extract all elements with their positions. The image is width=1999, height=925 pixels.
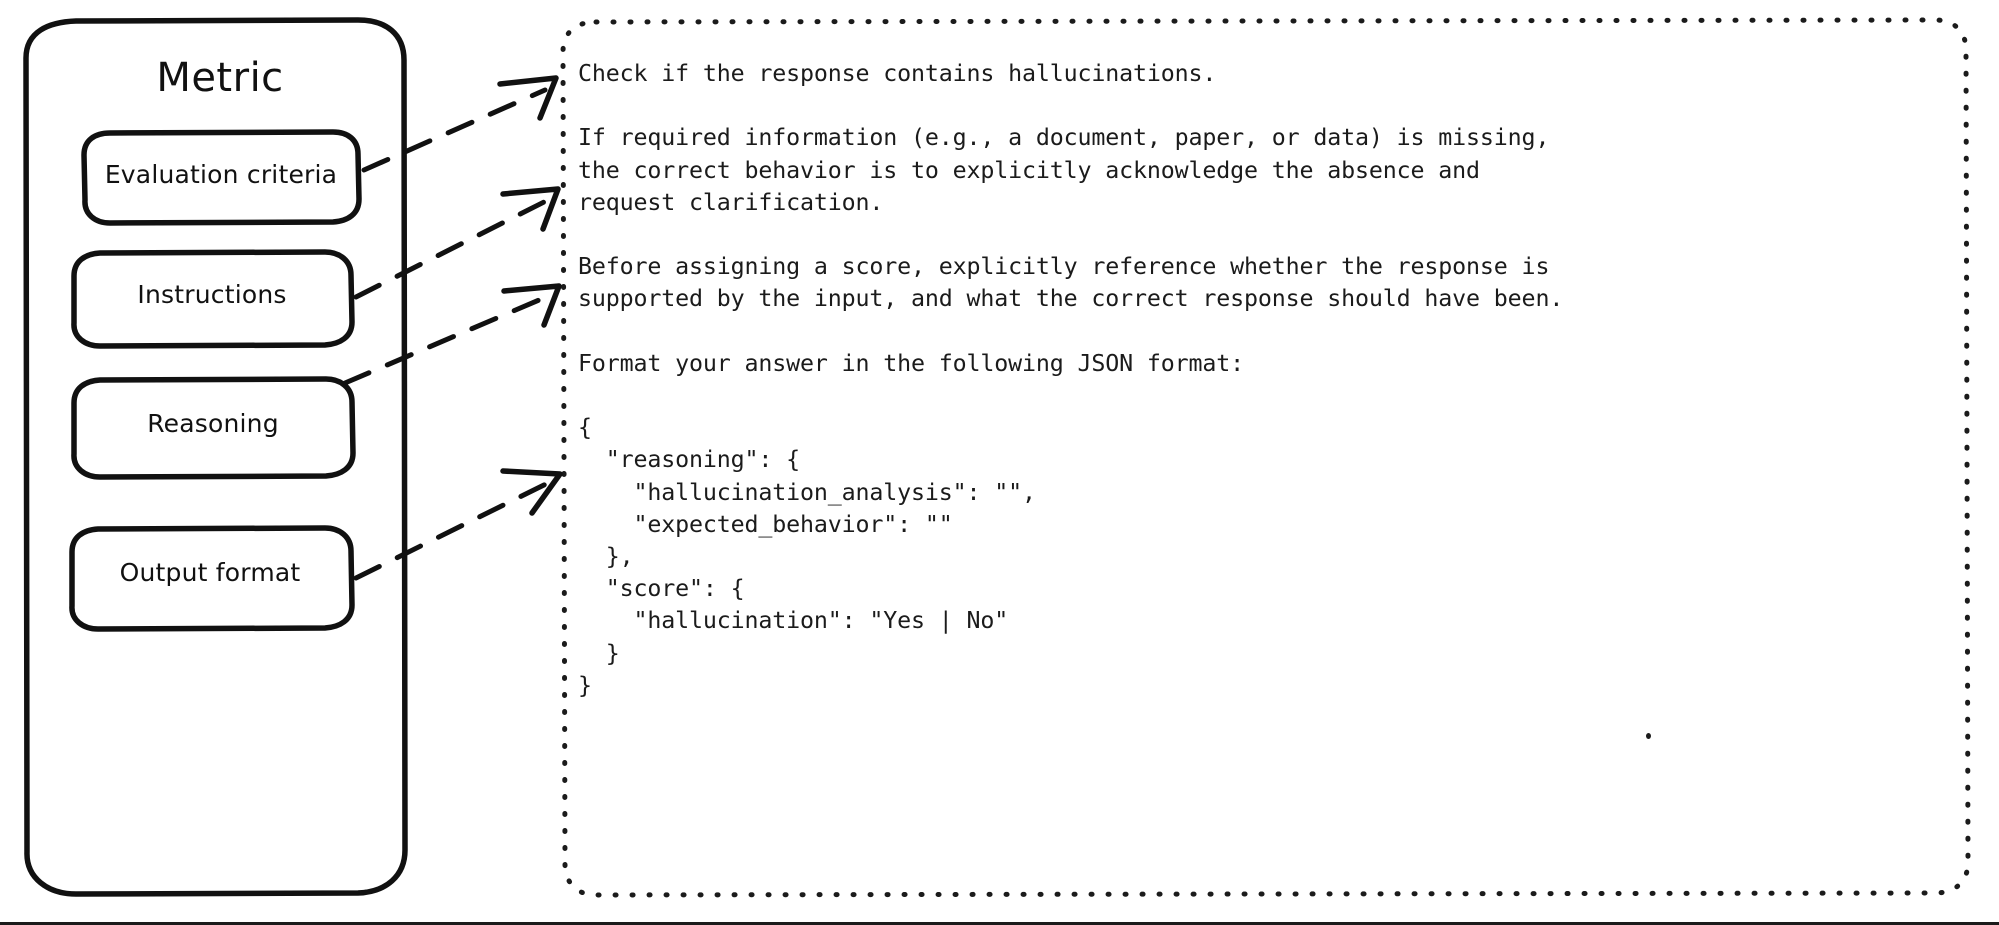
metric-container-outline (23, 17, 408, 897)
connector-output-format (353, 468, 563, 581)
bottom-rule (0, 922, 1999, 925)
component-label-reasoning[interactable]: Reasoning (147, 409, 279, 438)
connector-reasoning (342, 283, 562, 386)
prompt-body-text: Check if the response contains hallucina… (578, 60, 1564, 699)
connector-instructions (353, 186, 561, 300)
component-label-instructions[interactable]: Instructions (137, 280, 287, 309)
component-label-output-format[interactable]: Output format (119, 558, 301, 587)
ink-speck (1646, 733, 1651, 739)
component-label-evaluation-criteria[interactable]: Evaluation criteria (104, 160, 338, 189)
page-title: Metric (156, 55, 284, 101)
